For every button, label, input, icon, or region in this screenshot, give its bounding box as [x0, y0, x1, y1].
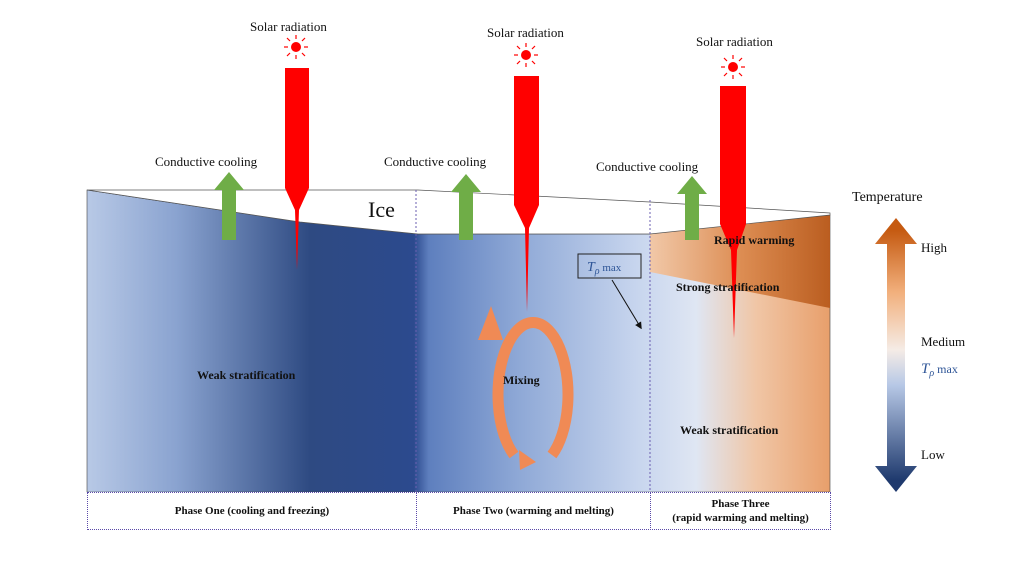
t-max-box [577, 253, 642, 279]
weak-stratification-label-3: Weak stratification [680, 423, 779, 437]
weak-stratification-label-1: Weak stratification [197, 368, 296, 382]
mixing-label: Mixing [503, 373, 540, 387]
sun-icon [514, 43, 538, 67]
solar-beam-1 [285, 68, 309, 270]
strong-stratification-label: Strong stratification [676, 280, 780, 294]
phase-three-box: Phase Three (rapid warming and melting) [650, 492, 831, 530]
solar-label-3: Solar radiation [696, 34, 773, 49]
phase-three-label: Phase Three [711, 498, 770, 510]
rapid-warming-label: Rapid warming [714, 233, 794, 247]
cooling-arrow-2 [451, 174, 481, 240]
cooling-label-2: Conductive cooling [384, 154, 487, 169]
cooling-arrow-1 [214, 172, 244, 240]
phase-one-box: Phase One (cooling and freezing) [87, 492, 417, 530]
phase-one-label: Phase One (cooling and freezing) [174, 505, 330, 517]
legend-high: High [921, 240, 948, 255]
phase-three-sublabel: (rapid warming and melting) [672, 512, 809, 524]
sun-icon [721, 55, 745, 79]
solar-label-1: Solar radiation [250, 19, 327, 34]
legend-title: Temperature [852, 190, 923, 205]
mixing-arrow [478, 306, 574, 470]
legend-t-max: Tρ max [921, 361, 958, 379]
sun-icon [284, 35, 308, 59]
phase-two-label: Phase Two (warming and melting) [453, 505, 614, 517]
phase-two-box: Phase Two (warming and melting) [416, 492, 651, 530]
legend-medium: Medium [921, 334, 965, 349]
t-max-label: Tρ max [587, 260, 622, 277]
cooling-label-3: Conductive cooling [596, 159, 699, 174]
t-max-arrow [611, 279, 642, 330]
solar-beam-2 [514, 76, 539, 312]
ice-label: Ice [368, 197, 395, 222]
cooling-label-1: Conductive cooling [155, 154, 258, 169]
ice-layer [86, 189, 831, 235]
legend-low: Low [921, 447, 945, 462]
cooling-arrow-3 [677, 176, 707, 240]
solar-beam-3 [720, 86, 746, 338]
solar-label-2: Solar radiation [487, 25, 564, 40]
temperature-scale-arrow [875, 218, 917, 492]
